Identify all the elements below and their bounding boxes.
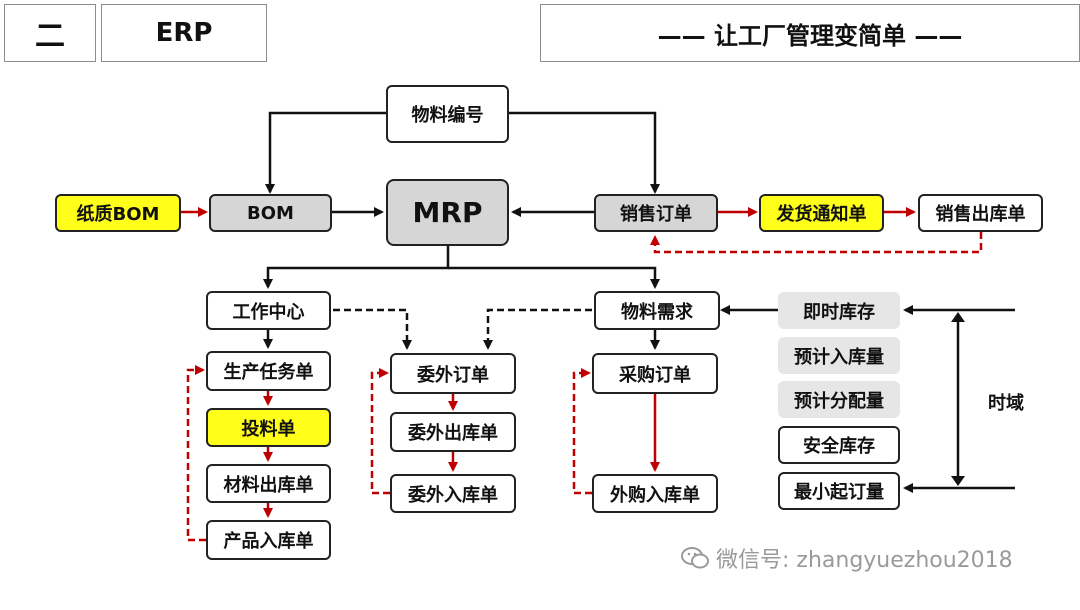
node-feeding-order: 投料单: [206, 408, 331, 447]
node-expected-allocation: 预计分配量: [778, 381, 900, 418]
node-bom: BOM: [209, 194, 332, 232]
node-material-demand: 物料需求: [594, 291, 720, 330]
node-mrp: MRP: [386, 179, 509, 246]
section-number: 二: [4, 4, 96, 62]
node-material-code: 物料编号: [386, 85, 509, 143]
node-expected-inbound: 预计入库量: [778, 337, 900, 374]
node-material-outbound: 材料出库单: [206, 464, 331, 503]
node-sales-order: 销售订单: [594, 194, 718, 232]
node-product-inbound: 产品入库单: [206, 520, 331, 560]
node-production-task: 生产任务单: [206, 351, 331, 391]
node-outsource-order: 委外订单: [390, 353, 516, 394]
slogan-banner: —— 让工厂管理变简单 ——: [540, 4, 1080, 62]
node-outsource-inbound: 委外入库单: [390, 474, 516, 513]
node-min-order-qty: 最小起订量: [778, 472, 900, 510]
node-paper-bom: 纸质BOM: [55, 194, 181, 232]
node-purchase-order: 采购订单: [592, 353, 718, 394]
section-title: ERP: [101, 4, 267, 62]
wechat-watermark: 微信号: zhangyuezhou2018: [680, 542, 1013, 574]
node-purchase-inbound: 外购入库单: [592, 474, 718, 513]
node-shipping-notice: 发货通知单: [759, 194, 884, 232]
node-outsource-outbound: 委外出库单: [390, 412, 516, 452]
node-work-center: 工作中心: [206, 291, 331, 330]
time-domain-label: 时域: [988, 393, 1024, 414]
watermark-text: 微信号: zhangyuezhou2018: [716, 548, 1013, 573]
node-safety-stock: 安全库存: [778, 426, 900, 464]
node-sales-outbound: 销售出库单: [918, 194, 1043, 232]
node-instant-stock: 即时库存: [778, 292, 900, 329]
wechat-icon: [681, 547, 709, 569]
